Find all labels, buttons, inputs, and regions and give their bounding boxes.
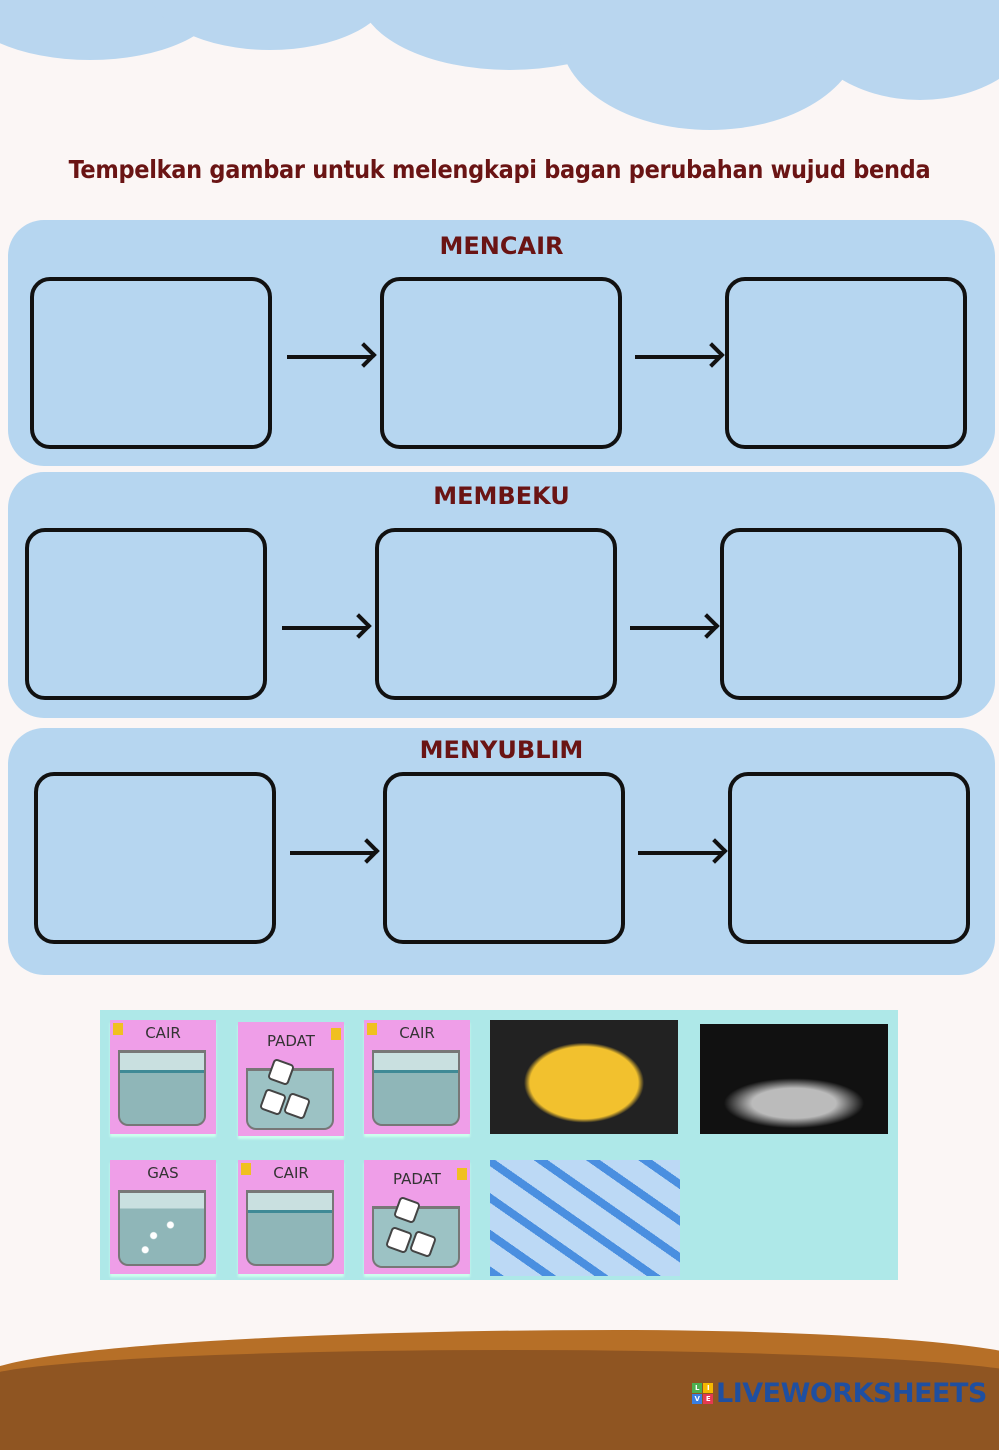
card-cair[interactable]: CAIR [110,1020,216,1134]
beaker-liquid-icon [118,1050,206,1126]
drop-box[interactable] [383,772,625,944]
arrow-icon [287,355,371,359]
card-cair[interactable]: CAIR [364,1020,470,1134]
drop-box[interactable] [30,277,272,449]
section-title: MEMBEKU [433,482,570,510]
instruction-title: Tempelkan gambar untuk melengkapi bagan … [68,155,931,184]
beaker-ice-icon [246,1057,334,1130]
drop-box[interactable] [25,528,267,700]
beaker-ice-icon [372,1195,460,1268]
arrow-icon [638,851,722,855]
card-label: PADAT [267,1032,315,1050]
card-gas[interactable]: GAS [110,1160,216,1274]
arrow-icon [290,851,374,855]
beaker-gas-icon [118,1190,206,1266]
arrow-icon [282,626,366,630]
drop-box[interactable] [375,528,617,700]
logo-icon: L I V E [692,1383,713,1404]
beaker-liquid-icon [372,1050,460,1126]
liveworksheets-logo: L I V E LIVEWORKSHEETS [692,1378,987,1409]
ice-tray-photo[interactable] [490,1160,680,1276]
card-padat[interactable]: PADAT [238,1022,344,1136]
logo-text: LIVEWORKSHEETS [716,1378,987,1409]
arrow-icon [635,355,719,359]
drop-box[interactable] [725,277,967,449]
card-label: CAIR [145,1024,181,1042]
boiling-water-photo[interactable] [700,1024,888,1134]
section-title: MENCAIR [439,232,564,260]
card-label: GAS [147,1164,179,1182]
card-padat[interactable]: PADAT [364,1160,470,1274]
card-cair[interactable]: CAIR [238,1160,344,1274]
arrow-icon [630,626,714,630]
drop-box[interactable] [720,528,962,700]
drop-box[interactable] [728,772,970,944]
section-title: MENYUBLIM [419,736,584,764]
card-label: PADAT [393,1170,441,1188]
card-label: CAIR [399,1024,435,1042]
drop-box[interactable] [34,772,276,944]
beaker-liquid-icon [246,1190,334,1266]
melting-butter-photo[interactable] [490,1020,678,1134]
card-label: CAIR [273,1164,309,1182]
drop-box[interactable] [380,277,622,449]
